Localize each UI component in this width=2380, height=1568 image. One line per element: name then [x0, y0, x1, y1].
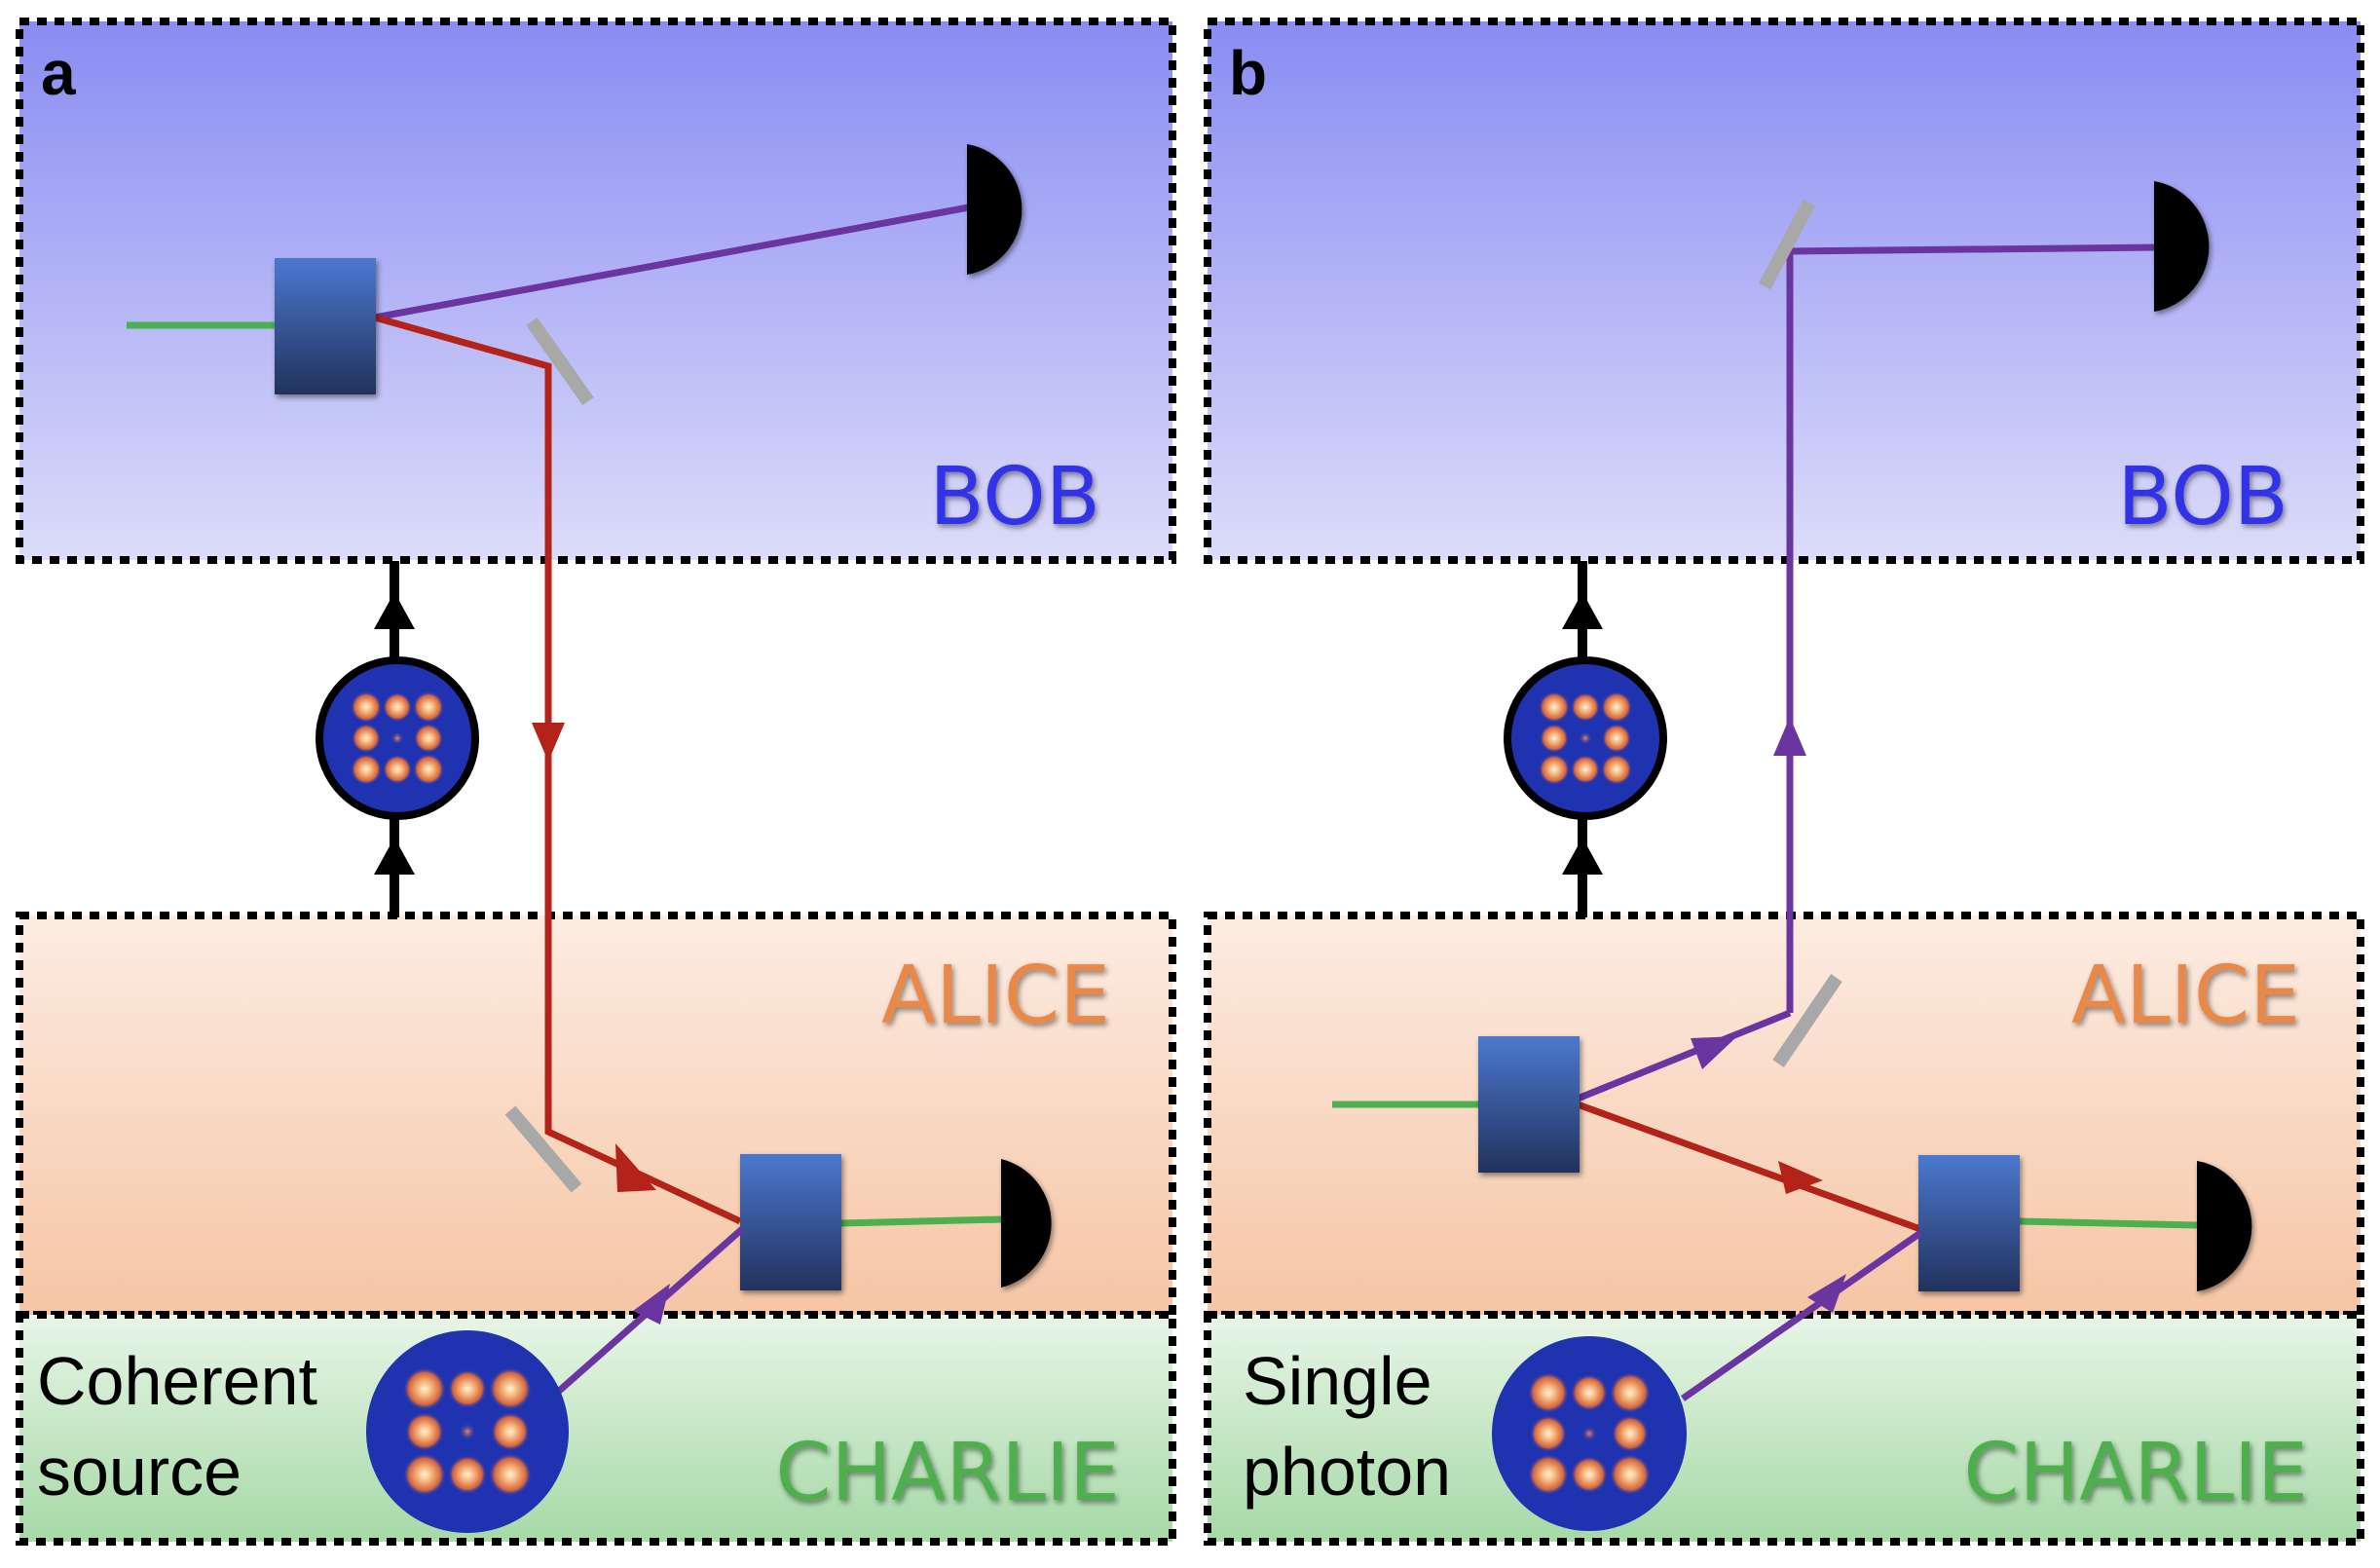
source-mode-icon: [366, 1330, 569, 1533]
source-mode-icon: [1492, 1336, 1687, 1531]
panel-letter: b: [1229, 38, 1267, 108]
green-beam: [2019, 1217, 2198, 1229]
purple-arrow: [633, 1284, 670, 1325]
source-label-line1: Coherent: [37, 1343, 317, 1419]
purple-arrow-up: [1773, 717, 1806, 756]
link-arrow-top: [1562, 592, 1603, 629]
source-label-line1: Single: [1243, 1343, 1432, 1419]
bob-label: BOB: [929, 451, 1100, 543]
detector-icon: [967, 144, 1023, 275]
beam-splitter: [740, 1154, 841, 1290]
red-arrow-down: [532, 723, 565, 762]
mirror: [1772, 974, 1842, 1067]
alice-region: [16, 912, 1176, 1319]
beam-splitter: [1918, 1155, 2020, 1291]
purple-arrow: [1691, 1036, 1737, 1069]
purple-beam: [1576, 1009, 1792, 1102]
link-arrow-bottom: [374, 838, 415, 875]
red-arrow-right: [615, 1143, 656, 1192]
purple-arrow: [1807, 1274, 1846, 1313]
panel-b: b BOB ALICE CHARLIE Single photon: [1204, 18, 2364, 1546]
alice-region: [1204, 912, 2364, 1319]
mirror: [1758, 199, 1816, 290]
red-beam: [1576, 1101, 1922, 1233]
beam-splitter: [275, 258, 376, 394]
alice-label: ALICE: [881, 950, 1110, 1042]
purple-beam: [374, 203, 975, 321]
link-arrow-bottom: [1562, 838, 1603, 875]
source-label-line2: photon: [1243, 1434, 1451, 1510]
bob-region: [16, 18, 1176, 564]
red-arrow: [1778, 1161, 1823, 1194]
mirror: [504, 1105, 582, 1193]
detector-icon: [1001, 1159, 1052, 1288]
charlie-region: [16, 1311, 1176, 1546]
bob-label: BOB: [2117, 451, 2288, 543]
detector-icon: [2154, 181, 2210, 312]
mode-pattern-icon: [1504, 656, 1667, 820]
green-beam: [838, 1215, 1004, 1227]
detector-icon: [2197, 1161, 2252, 1291]
alice-label: ALICE: [2071, 950, 2300, 1042]
charlie-label: CHARLIE: [1963, 1427, 2308, 1519]
link-arrow-top: [374, 592, 415, 629]
mode-pattern-icon: [316, 656, 479, 820]
beam-splitter: [1478, 1036, 1580, 1173]
purple-beam: [1680, 1230, 1923, 1401]
mirror: [526, 317, 594, 406]
charlie-region: [1204, 1311, 2364, 1546]
panel-letter: a: [41, 38, 76, 108]
panel-a: a BOB ALICE CHARLIE Coherent source: [16, 18, 1176, 1546]
source-label-line2: source: [37, 1434, 242, 1510]
charlie-label: CHARLIE: [775, 1427, 1120, 1519]
